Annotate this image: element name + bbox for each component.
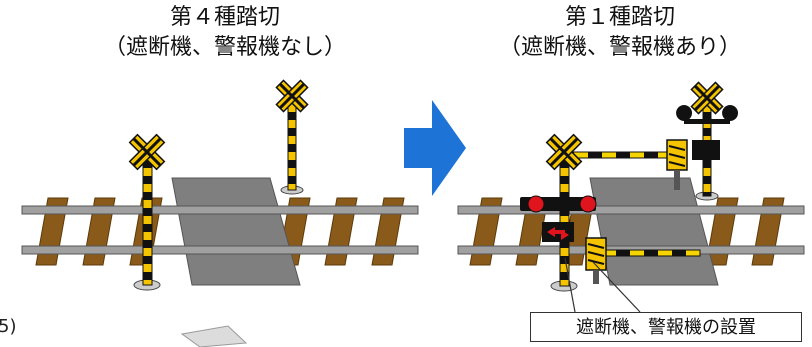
right-front-signal: [520, 133, 597, 292]
left-title-line2: （遮断機、警報機なし）: [103, 35, 346, 60]
left-track: [21, 177, 419, 286]
left-title: 第４種踏切 （遮断機、警報機なし）: [60, 3, 390, 63]
callout-label: 遮断機、警報機の設置: [530, 312, 802, 342]
left-crossing-plate: [171, 177, 301, 286]
right-title-line2: （遮断機、警報機あり）: [498, 35, 741, 60]
left-back-crossbuck-sign: [275, 79, 309, 195]
back-lamp-left: [676, 105, 693, 121]
front-gate-bar: [603, 249, 701, 257]
right-title-line1: 第１種踏切: [564, 5, 675, 30]
transition-arrow-icon: [404, 100, 466, 196]
left-rail-near: [21, 245, 419, 255]
back-gate-bar: [572, 151, 670, 159]
front-gate: [585, 237, 701, 284]
front-lamp-left: [527, 195, 545, 213]
right-track: [457, 177, 805, 286]
back-alarm-box: [692, 140, 720, 160]
right-rail-far: [457, 205, 805, 215]
callout-leaders: [564, 257, 641, 313]
right-title: 第１種踏切 （遮断機、警報機あり）: [440, 3, 800, 63]
left-title-line1: 第４種踏切: [169, 5, 280, 30]
right-back-signal: [676, 81, 739, 201]
back-gate: [572, 139, 688, 190]
left-rail-far: [21, 205, 419, 215]
left-front-crossbuck-sign: [128, 133, 166, 291]
front-lamp-right: [579, 195, 597, 213]
back-lamp-right: [722, 105, 739, 121]
partial-shape: [180, 325, 248, 347]
fragment-text: 5): [0, 316, 17, 337]
